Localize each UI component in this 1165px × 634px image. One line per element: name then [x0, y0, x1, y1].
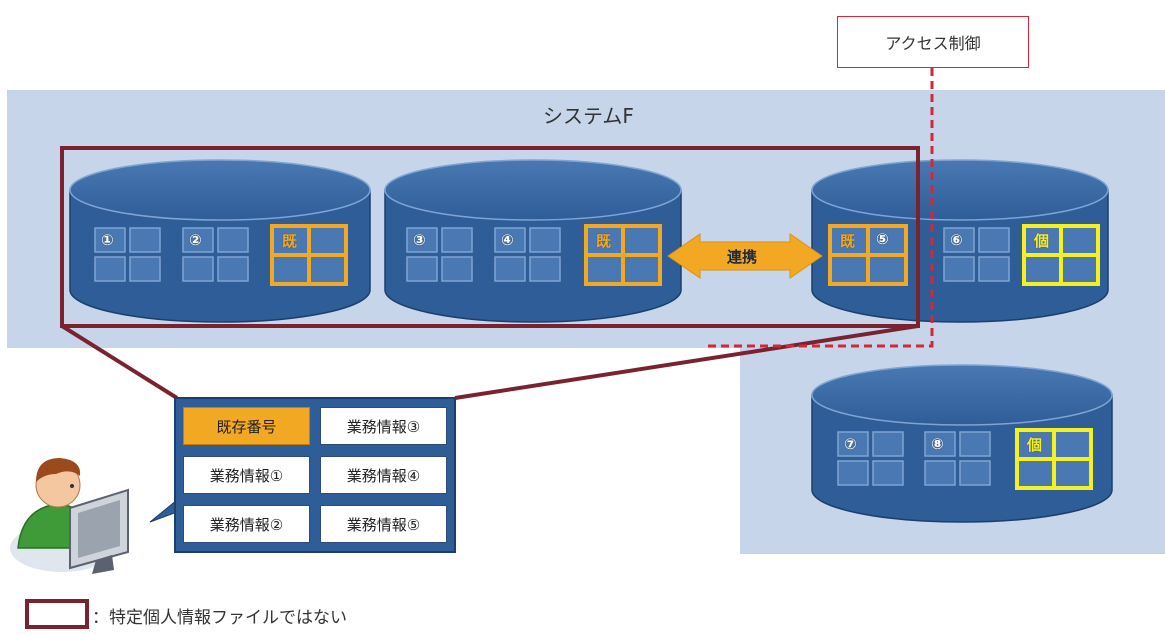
- database-cylinder-2: [384, 159, 682, 323]
- file-label-4: ④: [501, 231, 514, 249]
- info-cell-business-2: 業務情報②: [183, 505, 310, 543]
- file-label-personal-1: 個: [1034, 232, 1050, 250]
- file-grid-1-key: [270, 224, 348, 286]
- file-label-3: ③: [413, 231, 426, 249]
- file-label-6: ⑥: [950, 231, 963, 249]
- file-grid-3-6: [943, 227, 1010, 282]
- file-label-5: ⑤: [876, 230, 889, 248]
- info-cell-business-4: 業務情報④: [320, 456, 447, 494]
- file-label-personal-2: 個: [1027, 436, 1043, 454]
- info-cell-business-1: 業務情報①: [183, 456, 310, 494]
- info-cell-key-number: 既存番号: [183, 407, 310, 445]
- system-title: システムF: [543, 104, 634, 128]
- link-label: 連携: [727, 248, 758, 266]
- database-cylinder-1: [69, 159, 371, 323]
- file-grid-1-2: [182, 227, 249, 282]
- access-control-box: アクセス制御: [837, 16, 1029, 68]
- file-grid-2-key: [584, 224, 662, 286]
- computer-monitor-icon: [69, 488, 129, 574]
- file-label-1: ①: [101, 231, 114, 249]
- file-label-key-1: 既: [282, 232, 298, 250]
- file-grid-2-3: [406, 227, 473, 282]
- info-cell-business-3: 業務情報③: [320, 407, 447, 445]
- file-grid-4-personal: [1015, 428, 1093, 490]
- file-label-7: ⑦: [844, 435, 857, 453]
- callout-line-left: [60, 324, 179, 400]
- file-label-2: ②: [189, 231, 202, 249]
- file-label-8: ⑧: [931, 435, 944, 453]
- info-cell-business-5: 業務情報⑤: [320, 505, 447, 543]
- file-grid-1-1: [94, 227, 161, 282]
- file-label-key-2: 既: [596, 232, 612, 250]
- file-grid-2-4: [494, 227, 561, 282]
- info-table-tail: [149, 498, 178, 523]
- file-grid-4-7: [837, 431, 904, 486]
- legend-text: ：特定個人情報ファイルではない: [92, 608, 347, 628]
- file-grid-4-8: [924, 431, 991, 486]
- file-grid-3-personal: [1022, 224, 1100, 286]
- non-specific-frame: [60, 146, 920, 328]
- file-label-key-3: 既: [840, 232, 856, 250]
- database-cylinder-4: [811, 364, 1113, 523]
- legend-swatch: [25, 599, 89, 629]
- access-control-label: アクセス制御: [885, 34, 981, 53]
- link-arrow: [667, 233, 823, 279]
- callout-line-right: [454, 324, 919, 400]
- access-control-boundary: [706, 68, 934, 348]
- database-cylinder-3: [811, 159, 1109, 323]
- file-grid-3-key: [828, 224, 908, 286]
